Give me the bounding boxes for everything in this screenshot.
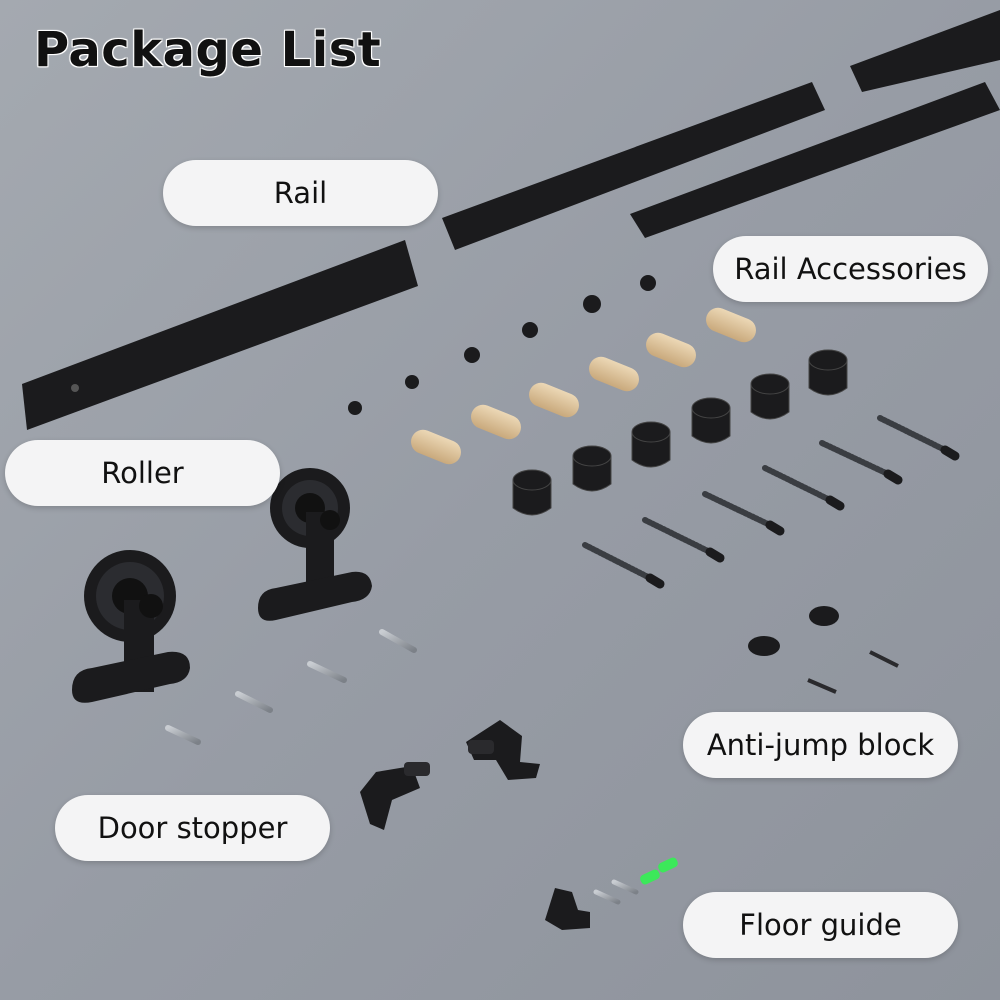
rail-segment-4 bbox=[630, 82, 1000, 238]
roller-hangers bbox=[72, 468, 372, 703]
dowel bbox=[529, 382, 579, 418]
page-title: Package List bbox=[34, 22, 382, 78]
label-rail-accessories: Rail Accessories bbox=[713, 236, 988, 302]
rail-segment-1 bbox=[22, 240, 418, 430]
wood-dowels bbox=[411, 307, 756, 465]
dowel bbox=[706, 307, 756, 343]
dowel bbox=[471, 404, 521, 440]
roller-screws bbox=[165, 629, 417, 745]
dowel bbox=[646, 332, 696, 368]
rail-segments bbox=[22, 10, 1000, 430]
anti-jump-parts bbox=[748, 606, 899, 694]
label-floor-guide: Floor guide bbox=[683, 892, 958, 958]
label-anti-jump-block: Anti-jump block bbox=[683, 712, 958, 778]
dowel bbox=[411, 429, 461, 465]
washers bbox=[348, 275, 656, 415]
dowel bbox=[589, 356, 639, 392]
rail-segment-3 bbox=[850, 10, 1000, 92]
label-roller: Roller bbox=[5, 440, 280, 506]
label-rail: Rail bbox=[163, 160, 438, 226]
rail-segment-2 bbox=[442, 82, 825, 250]
roller-1 bbox=[72, 550, 190, 703]
spacer-cylinders bbox=[512, 349, 848, 516]
door-stoppers bbox=[360, 720, 540, 830]
floor-guide-parts bbox=[545, 857, 678, 930]
roller-2 bbox=[258, 468, 372, 621]
label-door-stopper: Door stopper bbox=[55, 795, 330, 861]
lag-screws bbox=[582, 415, 960, 589]
